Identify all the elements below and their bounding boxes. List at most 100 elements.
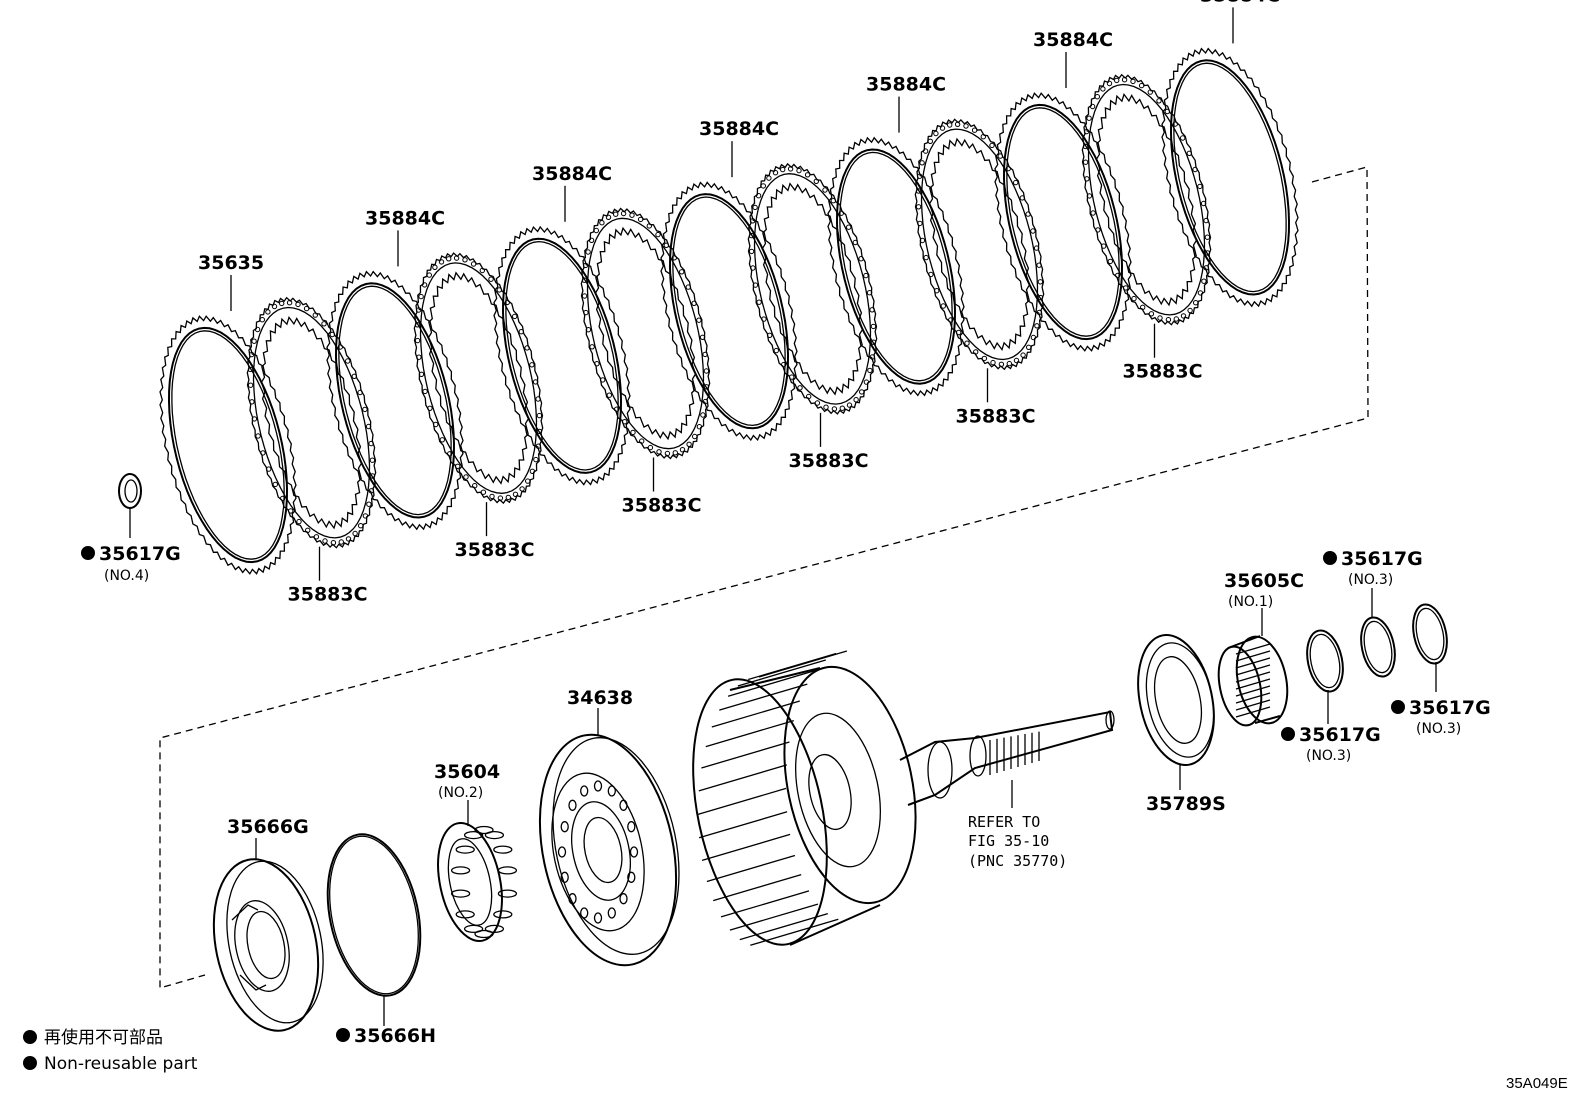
part-label-35883C-3: 35883C: [455, 539, 535, 561]
spring-coil: [497, 866, 518, 875]
spring-coil: [484, 830, 505, 840]
needle-roller: [1235, 664, 1271, 676]
needle-roller: [1235, 650, 1271, 662]
needle-roller: [1235, 692, 1271, 704]
drum-hole: [627, 871, 636, 883]
disc-9-35883C: [914, 118, 1045, 371]
thrust-race-35617G-b: 35617G (NO.3): [1323, 548, 1423, 678]
non-reusable-marker: [336, 1028, 350, 1042]
spring-coil: [450, 889, 471, 898]
non-reusable-marker: [1323, 551, 1337, 565]
part-label-35883C-5: 35883C: [622, 495, 702, 517]
part-label-35883C-7: 35883C: [789, 450, 869, 472]
part-label-35884C-4: 35884C: [532, 163, 612, 185]
drum-hole: [629, 846, 639, 858]
drum-hole: [560, 871, 569, 883]
needle-roller: [1235, 699, 1271, 711]
non-reusable-marker: [1391, 700, 1405, 714]
hub-spline: [758, 650, 848, 678]
thrust-washer-no4: 35617G (NO.4): [81, 473, 181, 584]
reference-line-3: (PNC 35770): [968, 852, 1067, 870]
hub-spline: [705, 719, 794, 748]
hub-spline: [698, 764, 787, 792]
drum-hole: [627, 821, 636, 833]
needle-roller: [1235, 706, 1271, 718]
drum-hole: [607, 785, 616, 797]
spring-coil: [450, 866, 471, 875]
hub-spline: [701, 833, 791, 862]
hub-spline: [706, 854, 796, 883]
part-label-35666G: 35666G: [227, 816, 309, 838]
part-sublabel-no4: (NO.4): [104, 568, 149, 584]
assembly-boundary: [159, 166, 1369, 989]
hub-spline: [727, 669, 817, 697]
disc-7-35883C: [747, 162, 878, 415]
part-label-35617G-a: 35617G: [1299, 724, 1381, 746]
disc-11-35883C: [1081, 73, 1212, 326]
spring-coil: [484, 924, 505, 934]
legend: 再使用不可部品 Non-reusable part: [23, 1027, 198, 1074]
part-label-35605C: 35605C: [1224, 570, 1304, 592]
spring-coil: [474, 825, 494, 835]
piston-35666G: 35666G: [212, 816, 324, 1032]
part-label-35884C-10: 35884C: [1033, 29, 1113, 51]
part-label-35789S: 35789S: [1146, 793, 1226, 815]
needle-roller: [1235, 685, 1271, 697]
hub-spline: [719, 683, 808, 711]
hub-spline: [720, 890, 810, 918]
drum-hole: [607, 907, 616, 919]
part-label-35666H: 35666H: [354, 1025, 436, 1047]
part-label-35884C-2: 35884C: [365, 207, 445, 229]
part-label-35604: 35604: [434, 761, 500, 783]
part-label-35617G-b: 35617G: [1341, 548, 1423, 570]
drum-hole: [568, 799, 577, 811]
disc-2-35884C: [326, 270, 464, 531]
o-ring-35666H: 35666H: [326, 833, 436, 1047]
clutch-pack-labels: 3563535883C35884C35883C35884C35883C35884…: [198, 0, 1280, 606]
part-label-35617G-no4: 35617G: [99, 543, 181, 565]
thrust-race-35617G-c: 35617G (NO.3): [1391, 603, 1491, 737]
disc-0-35635: [159, 315, 297, 575]
part-sublabel-no3-a: (NO.3): [1306, 748, 1351, 764]
part-label-35884C-12: 35884C: [1200, 0, 1280, 6]
drum-hole: [619, 799, 628, 811]
thrust-washer-35789S: 35789S: [1137, 634, 1226, 815]
spring-coil: [455, 845, 475, 854]
reference-line-1: REFER TO: [968, 813, 1040, 831]
figure-code: 35A049E: [1506, 1075, 1568, 1092]
disc-6-35884C: [660, 181, 798, 442]
spring-coil: [497, 889, 518, 898]
hub-spline: [701, 741, 790, 769]
clutch-hub-and-shaft: REFER TO FIG 35-10 (PNC 35770): [692, 650, 1115, 946]
needle-roller: [1235, 678, 1271, 690]
part-label-34638: 34638: [567, 687, 633, 709]
part-sublabel-no2: (NO.2): [438, 785, 483, 801]
drum-hole: [557, 846, 567, 858]
hub-spline: [698, 811, 788, 839]
disc-8-35884C: [827, 136, 965, 397]
drum-hole: [580, 785, 589, 797]
drum-hole: [560, 821, 569, 833]
reference-line-2: FIG 35-10: [968, 832, 1049, 850]
drum-hole: [580, 907, 589, 919]
legend-marker-ja: [23, 1030, 37, 1044]
legend-text-en: Non-reusable part: [44, 1054, 198, 1074]
needle-bearing-35605C: 35605C (NO.1): [1217, 570, 1304, 727]
clutch-pack: [159, 47, 1299, 575]
legend-marker-en: [23, 1056, 37, 1070]
hub-spline: [729, 903, 819, 931]
part-sublabel-no3-b: (NO.3): [1348, 572, 1393, 588]
drum-hole: [568, 893, 577, 905]
part-sublabel-no3-c: (NO.3): [1416, 721, 1461, 737]
non-reusable-marker: [81, 546, 95, 560]
spring-coil: [474, 929, 494, 939]
spring-coil: [455, 910, 475, 919]
drum-hole: [619, 893, 628, 905]
part-label-35883C-9: 35883C: [956, 405, 1036, 427]
disc-3-35883C: [413, 252, 544, 505]
drum-hole: [593, 912, 603, 924]
drum-hole: [593, 780, 603, 792]
part-label-35883C-11: 35883C: [1123, 361, 1203, 383]
